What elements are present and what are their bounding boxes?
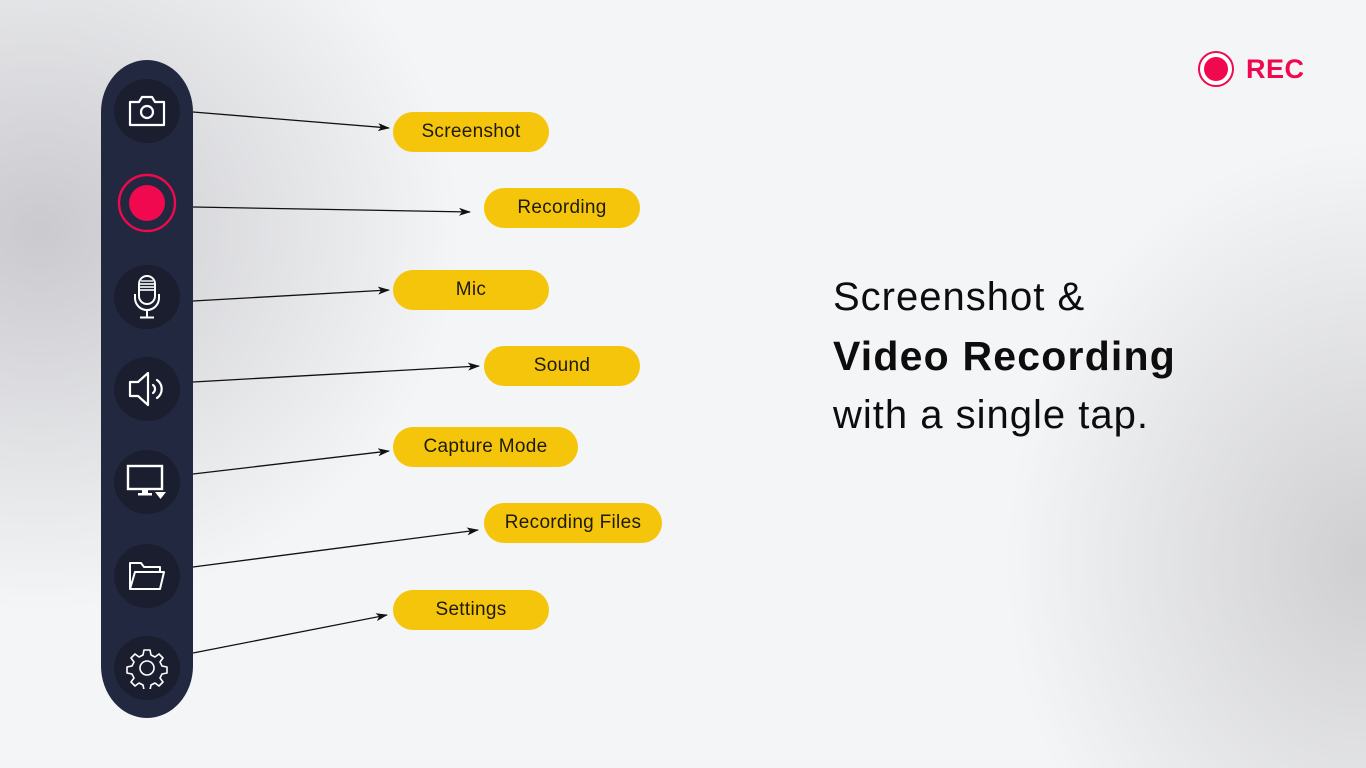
floating-toolbar (101, 60, 193, 718)
callout-capture-mode: Capture Mode (393, 427, 578, 467)
record-icon (117, 173, 177, 233)
rec-label: REC (1246, 53, 1305, 84)
rec-indicator: REC (1198, 49, 1305, 89)
monitor-dropdown-icon (126, 464, 166, 499)
callout-sound: Sound (484, 346, 640, 386)
mic-button[interactable] (114, 265, 180, 329)
callout-screenshot: Screenshot (393, 112, 549, 152)
callout-settings: Settings (393, 590, 549, 630)
headline-line-1: Screenshot & (833, 275, 1086, 319)
screenshot-button[interactable] (114, 79, 180, 143)
gear-icon (126, 649, 168, 689)
sound-button[interactable] (114, 357, 180, 421)
recording-files-button[interactable] (114, 544, 180, 608)
headline-line-2: Video Recording (833, 333, 1177, 379)
callout-recording: Recording (484, 188, 640, 228)
callout-recording-files: Recording Files (484, 503, 662, 543)
camera-icon (128, 95, 166, 127)
capture-mode-button[interactable] (114, 450, 180, 514)
rec-dot-icon (1198, 51, 1234, 87)
record-button[interactable] (114, 171, 180, 235)
headline-line-3: with a single tap. (833, 393, 1149, 437)
headline: Screenshot & Video Recording with a sing… (833, 268, 1176, 445)
folder-icon (129, 562, 165, 590)
speaker-icon (128, 371, 163, 407)
callout-mic: Mic (393, 270, 549, 310)
settings-button[interactable] (114, 636, 180, 700)
microphone-icon (134, 275, 160, 319)
